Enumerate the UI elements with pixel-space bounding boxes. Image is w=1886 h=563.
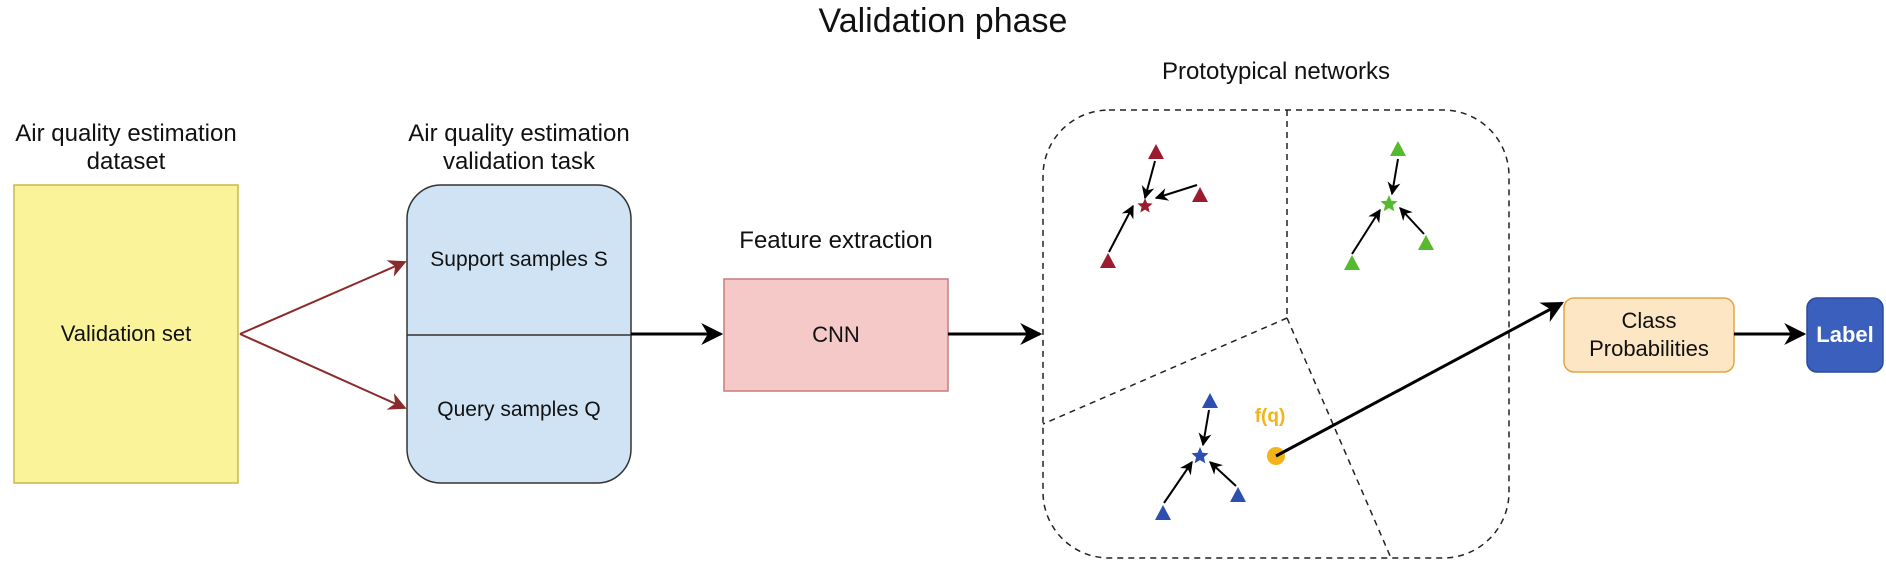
region-boundary-left — [1042, 317, 1288, 425]
blue-class-cluster — [1155, 393, 1246, 520]
arrow-to-class-probabilities — [1275, 301, 1564, 458]
red-class-cluster — [1100, 144, 1208, 268]
dataset-heading-line2: dataset — [86, 148, 166, 175]
green-sample-triangle — [1418, 235, 1434, 250]
blue-support-arrow — [1209, 461, 1237, 487]
task-heading: Air quality estimation validation task — [389, 120, 649, 176]
validation-set-label: Validation set — [60, 321, 192, 346]
task-heading-line1: Air quality estimation — [408, 120, 630, 147]
blue-prototype-star — [1191, 447, 1209, 464]
class-probabilities-line1: Class — [1621, 308, 1677, 333]
region-boundary-lower — [1286, 317, 1392, 559]
task-heading-line2: validation task — [442, 148, 596, 175]
green-sample-triangle — [1344, 255, 1360, 270]
red-support-arrow — [1154, 184, 1198, 201]
cnn-label: CNN — [812, 322, 860, 347]
prototypical-networks-box — [1042, 109, 1510, 559]
label-text: Label — [1816, 322, 1874, 347]
red-sample-triangle — [1100, 253, 1116, 268]
blue-sample-triangle — [1155, 505, 1171, 520]
green-support-arrow — [1387, 158, 1401, 196]
red-support-arrow — [1141, 160, 1156, 200]
feature-extraction-heading: Feature extraction — [739, 227, 933, 254]
red-sample-triangle — [1192, 187, 1208, 202]
red-prototype-star — [1137, 198, 1153, 213]
query-embedding-label: f(q) — [1254, 406, 1286, 427]
validation-task-box — [406, 184, 632, 484]
dataset-heading-line1: Air quality estimation — [15, 120, 237, 147]
green-support-arrow — [1399, 207, 1425, 235]
arrow-to-support — [239, 260, 407, 335]
query-samples-label: Query samples Q — [437, 398, 601, 421]
blue-sample-triangle — [1230, 487, 1246, 502]
dataset-heading: Air quality estimation dataset — [0, 120, 252, 176]
prototypical-networks-heading: Prototypical networks — [1161, 58, 1391, 85]
label-box — [1806, 297, 1884, 373]
cnn-box — [723, 278, 949, 392]
blue-support-arrow — [1198, 409, 1212, 447]
class-probabilities-line2: Probabilities — [1589, 336, 1709, 361]
support-samples-label: Support samples S — [430, 248, 608, 271]
blue-sample-triangle — [1202, 393, 1218, 408]
green-sample-triangle — [1390, 141, 1406, 156]
blue-support-arrow — [1163, 460, 1193, 504]
diagram-title: Validation phase — [818, 2, 1068, 40]
arrow-to-query — [239, 333, 407, 410]
green-prototype-star — [1380, 195, 1398, 212]
red-support-arrow — [1108, 204, 1134, 253]
green-support-arrow — [1351, 208, 1381, 255]
class-probabilities-label: Class Probabilities — [1564, 298, 1734, 372]
red-sample-triangle — [1148, 144, 1164, 159]
green-class-cluster — [1344, 141, 1434, 270]
validation-set-box — [13, 184, 239, 484]
